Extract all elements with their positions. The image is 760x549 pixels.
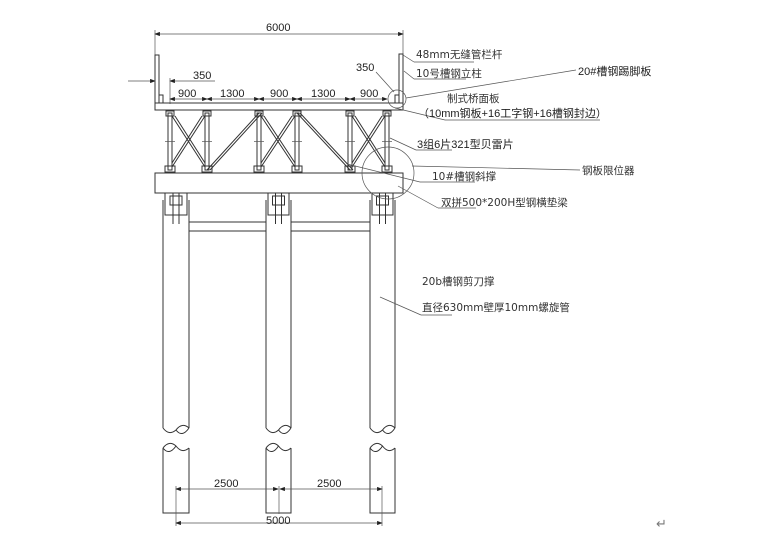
- crossbeam: [154, 172, 404, 194]
- label-limiter: 钢板限位器: [582, 164, 635, 177]
- diagonal-braces: [206, 112, 354, 171]
- label-post: 10号槽钢立柱: [416, 67, 482, 80]
- leader-lines: [346, 54, 600, 316]
- dim-2500-left: 2500: [214, 478, 238, 490]
- bailey-trusses: [164, 110, 393, 173]
- label-railing: 48mm无缝管栏杆: [416, 48, 503, 61]
- dim-spacing-1: 900: [178, 88, 196, 100]
- dim-spacing-5: 900: [360, 88, 378, 100]
- dim-spacing-3: 900: [270, 88, 288, 100]
- dim-spacing-4: 1300: [311, 88, 335, 100]
- label-deck-detail: （10mm钢板+16工字钢+16槽钢封边）: [418, 106, 607, 120]
- label-diagonal: 10#槽钢斜撑: [432, 170, 497, 183]
- dim-spacing-2: 1300: [220, 88, 244, 100]
- scissor-brace: [189, 221, 370, 232]
- dimension-piles: 2500 2500 5000: [175, 478, 383, 527]
- bailey-panel: [344, 110, 393, 173]
- pile: [369, 192, 396, 514]
- pile: [162, 192, 190, 514]
- label-crossbeam: 双拼500*200H型钢横垫梁: [441, 196, 568, 209]
- dim-350-left: 350: [193, 70, 211, 82]
- label-scissor: 20b槽钢剪刀撑: [422, 275, 495, 288]
- detail-circle-small: [387, 89, 407, 109]
- label-bailey: 3组6片321型贝雷片: [417, 137, 514, 151]
- label-pile: 直径630mm壁厚10mm螺旋管: [422, 301, 570, 314]
- dim-2500-right: 2500: [317, 478, 341, 490]
- dimension-edge-left: 350: [128, 70, 215, 104]
- bailey-panel: [164, 110, 213, 173]
- label-kickplate: 20#槽钢踢脚板: [578, 64, 651, 78]
- dim-350-right: 350: [356, 62, 374, 74]
- piles: [162, 192, 396, 514]
- dim-6000: 6000: [266, 22, 290, 34]
- bridge-deck: [154, 102, 404, 111]
- detail-circle-limiter: [361, 146, 415, 200]
- label-deck: 制式桥面板: [447, 92, 500, 105]
- dimension-spacings: 900 1300 900 1300 900: [169, 88, 388, 102]
- bailey-panel: [253, 110, 303, 173]
- return-mark: ↵: [656, 517, 667, 532]
- pile: [265, 192, 292, 514]
- dim-5000: 5000: [266, 515, 290, 527]
